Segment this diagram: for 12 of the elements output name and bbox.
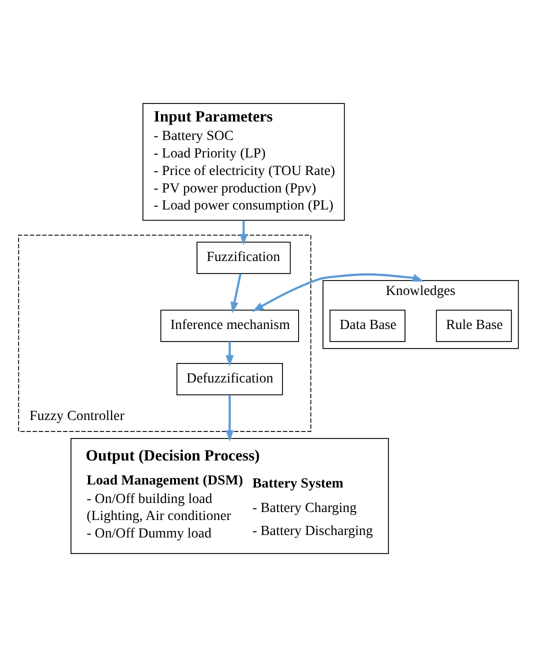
node-box: Fuzzification — [196, 241, 291, 274]
node-box: Data Base — [330, 309, 406, 342]
node-box: Defuzzification — [176, 362, 283, 395]
node-box: Inference mechanism — [160, 309, 300, 342]
node-box: Output (Decision Process) Load Management (DSM) - On/Off building load (Lighting, Air conditioner - On/Off Dummy load Battery System - Battery Charging - Battery Discharging — [70, 437, 389, 554]
arrow — [226, 394, 234, 442]
node-box: Rule Base — [436, 309, 512, 342]
arrow — [230, 273, 242, 313]
node-box: Input Parameters - Battery SOC - Load Priority (LP) - Price of electricity (TOU Rate) - PV power production (Ppv) - Load power consumption (PL) — [142, 102, 345, 220]
arrow — [252, 272, 424, 312]
arrow — [240, 220, 248, 245]
arrow — [226, 341, 234, 366]
